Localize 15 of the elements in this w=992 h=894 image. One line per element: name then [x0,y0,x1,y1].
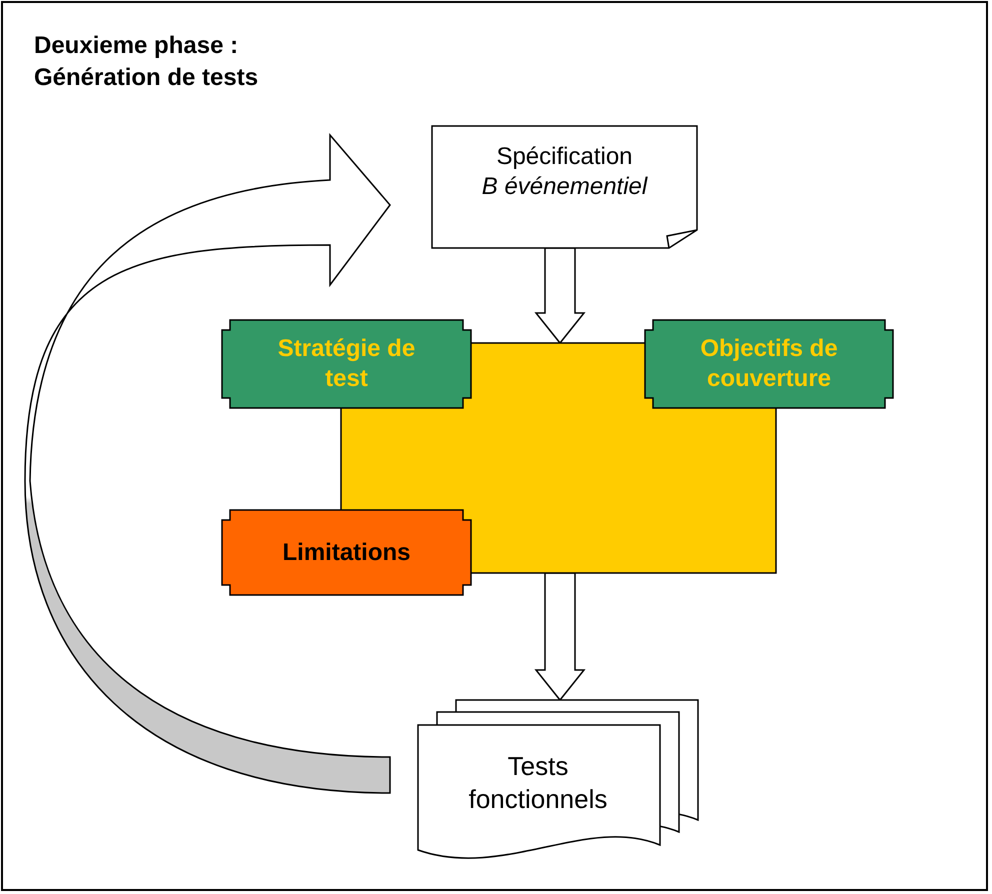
tab-box [222,320,471,408]
node-text: Tests fonctionnels [468,750,608,815]
node-text: Stratégie de test [276,334,416,394]
block-arrow [534,247,586,344]
tab-box [222,510,471,595]
node-text: Objectifs de couverture [699,334,839,394]
node-text: Spécification [496,142,633,172]
node-text: B événementiel [482,172,648,202]
block-arrow [534,572,586,702]
block-arrow [24,134,391,794]
document-shape [432,126,697,248]
tab-box [645,320,893,408]
node-text: Limitations [282,538,410,568]
document-stack [418,700,698,860]
title: Deuxieme phase : Génération de tests [34,31,260,93]
